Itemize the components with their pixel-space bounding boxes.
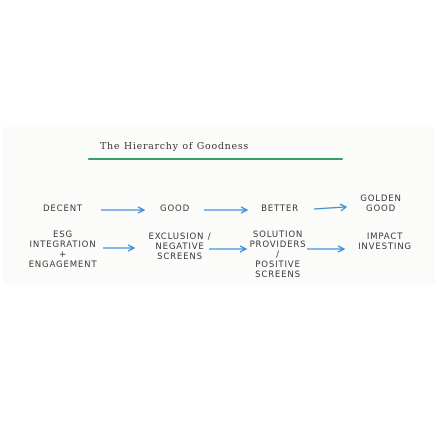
- node-good: GOOD: [159, 204, 190, 214]
- node-golden-good: GOLDEN GOOD: [360, 194, 402, 214]
- title-underline: [88, 158, 343, 160]
- node-solution-positive-screens: SOLUTION PROVIDERS / POSITIVE SCREENS: [249, 230, 307, 280]
- arrow-exclusion-to-solution: [208, 244, 248, 254]
- paper-sheet: [3, 127, 435, 285]
- diagram-title: The Hierarchy of Goodness: [100, 141, 249, 152]
- arrow-good-to-better: [203, 205, 249, 215]
- node-exclusion-negative-screens: EXCLUSION / NEGATIVE SCREENS: [148, 232, 212, 262]
- arrow-better-to-golden-good: [313, 203, 349, 213]
- arrow-esg-to-exclusion: [102, 243, 136, 253]
- node-impact-investing: IMPACT INVESTING: [358, 232, 412, 252]
- node-decent: DECENT: [43, 204, 83, 214]
- arrow-solution-to-impact: [306, 244, 346, 254]
- arrow-decent-to-good: [100, 205, 146, 215]
- node-esg-integration-engagement: ESG INTEGRATION + ENGAGEMENT: [28, 230, 98, 270]
- node-better: BETTER: [261, 204, 299, 214]
